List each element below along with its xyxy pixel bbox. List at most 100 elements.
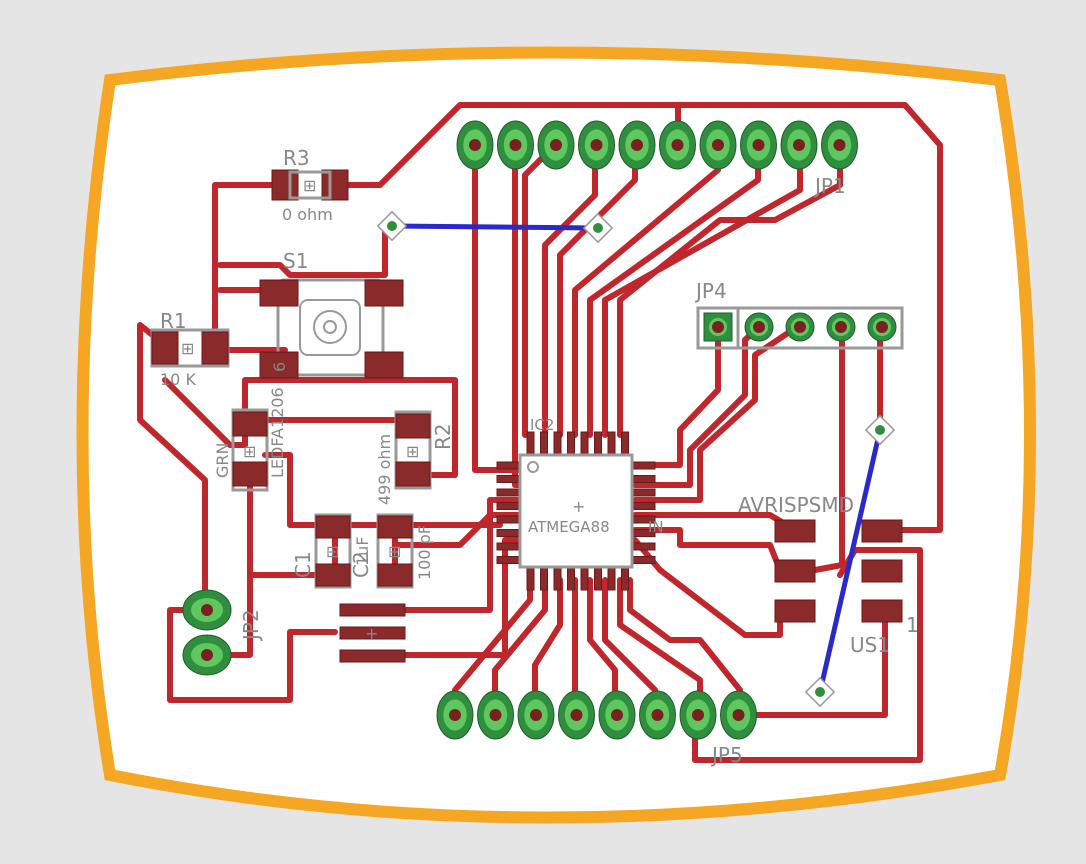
jp1-pin[interactable] — [780, 120, 818, 170]
c1-label: C1 — [291, 551, 315, 578]
s1-switch[interactable] — [259, 278, 404, 379]
ic2-pin — [594, 431, 602, 456]
jp4-pin[interactable] — [703, 312, 733, 342]
led-diode[interactable]: ⊞ — [231, 408, 269, 492]
avr-label: AVRISPSMD — [738, 493, 854, 517]
svg-text:⊞: ⊞ — [243, 442, 256, 461]
via-4 — [804, 676, 836, 708]
jp2-header[interactable] — [182, 589, 232, 676]
jp1-pin[interactable] — [699, 120, 737, 170]
jp1-pin[interactable] — [740, 120, 777, 170]
ic2-pin — [526, 431, 535, 456]
jp5-pin[interactable] — [639, 690, 676, 740]
ic2-suffix: IN — [648, 518, 664, 536]
jp5-pin[interactable] — [679, 690, 717, 740]
bottom-traces — [389, 223, 883, 695]
ic2-chip[interactable]: + — [496, 431, 656, 591]
avrisp-connector[interactable] — [774, 519, 903, 623]
ic2-pin — [553, 431, 562, 456]
via-3 — [864, 414, 896, 446]
jp1-pin[interactable] — [537, 120, 575, 170]
jp1-pin[interactable] — [578, 120, 615, 170]
jp2-label: JP2 — [239, 609, 263, 642]
c2-capacitor[interactable]: ⊞ — [376, 513, 414, 589]
svg-text:⊞: ⊞ — [303, 176, 316, 195]
svg-text:+: + — [365, 624, 378, 643]
jp1-pin[interactable] — [618, 120, 656, 170]
ic2-pin — [496, 475, 521, 483]
jp5-pin[interactable] — [598, 690, 636, 740]
jp5-header[interactable] — [436, 690, 757, 740]
c2-value: 1uF — [353, 536, 372, 566]
ic2-pin — [496, 556, 521, 564]
r3-label: R3 — [283, 146, 310, 170]
ic2-pin — [526, 566, 535, 591]
jp4-pin[interactable] — [867, 312, 897, 342]
jp5-pin[interactable] — [436, 690, 474, 740]
ic2-pin — [631, 502, 656, 510]
r1-resistor[interactable]: ⊞ — [150, 328, 230, 368]
svg-text:+: + — [572, 497, 585, 516]
svg-text:⊞: ⊞ — [406, 442, 419, 461]
jp5-pin[interactable] — [477, 690, 514, 740]
ic2-pin — [580, 431, 589, 456]
jp1-pin[interactable] — [497, 120, 534, 170]
led-part-label: LEDFA1206 — [268, 387, 287, 478]
ic2-pin — [621, 566, 629, 591]
ic2-pin — [496, 515, 521, 524]
ic2-pin — [631, 542, 656, 551]
svg-text:⊞: ⊞ — [388, 542, 401, 561]
ic2-pin — [631, 488, 656, 497]
c2-label: C2 — [349, 551, 373, 578]
ic2-pin — [553, 566, 562, 591]
us1-pin-label: 1 — [906, 613, 919, 637]
r2-label: R2 — [431, 423, 455, 450]
s1-pin-label: 6 — [270, 362, 289, 372]
ic2-pin — [631, 556, 656, 564]
ic2-pin — [631, 461, 656, 470]
ic2-pin — [631, 475, 656, 483]
jp5-pin[interactable] — [517, 690, 555, 740]
r2-resistor[interactable]: ⊞ — [394, 410, 432, 490]
jp1-pin[interactable] — [659, 120, 696, 170]
c1-capacitor[interactable]: ⊞ — [314, 513, 352, 589]
ic2-pin — [607, 431, 616, 456]
via-1 — [376, 210, 408, 242]
ic2-pin — [567, 431, 575, 456]
jp1-pin[interactable] — [456, 120, 494, 170]
svg-text:⊞: ⊞ — [181, 339, 194, 358]
jp4-label: JP4 — [694, 279, 727, 303]
r3-resistor[interactable]: ⊞ — [271, 169, 349, 201]
ic2-pin — [594, 566, 602, 591]
ic2-pin — [496, 542, 521, 551]
jp4-pin[interactable] — [785, 312, 815, 342]
jp4-header[interactable] — [696, 306, 904, 350]
jp1-label: JP1 — [813, 174, 846, 198]
jp1-pin[interactable] — [821, 120, 858, 170]
r1-label: R1 — [160, 309, 187, 333]
ic2-pin — [567, 566, 575, 591]
ic2-pin — [540, 566, 548, 591]
ic2-pin — [580, 566, 589, 591]
r3-value: 0 ohm — [282, 205, 333, 224]
jp4-pin[interactable] — [826, 312, 856, 342]
jp5-label: JP5 — [710, 743, 743, 767]
resonator[interactable]: + — [339, 603, 406, 663]
ic2-pin — [496, 488, 521, 497]
svg-text:⊞: ⊞ — [326, 542, 339, 561]
r2-value: 499 ohm — [375, 434, 394, 505]
ic2-label: IC2 — [530, 416, 554, 434]
jp4-pin[interactable] — [744, 312, 774, 342]
jp1-header[interactable] — [456, 120, 858, 170]
ic2-pin — [607, 566, 616, 591]
ic2-pin — [540, 431, 548, 456]
jp5-pin[interactable] — [720, 690, 757, 740]
jp5-pin[interactable] — [558, 690, 595, 740]
via-2 — [582, 212, 614, 244]
ic2-pin — [496, 502, 521, 510]
s1-label: S1 — [283, 249, 308, 273]
r1-value: 10 K — [160, 370, 196, 389]
ic2-pin — [621, 431, 629, 456]
ic2-name: ATMEGA88 — [528, 518, 610, 536]
